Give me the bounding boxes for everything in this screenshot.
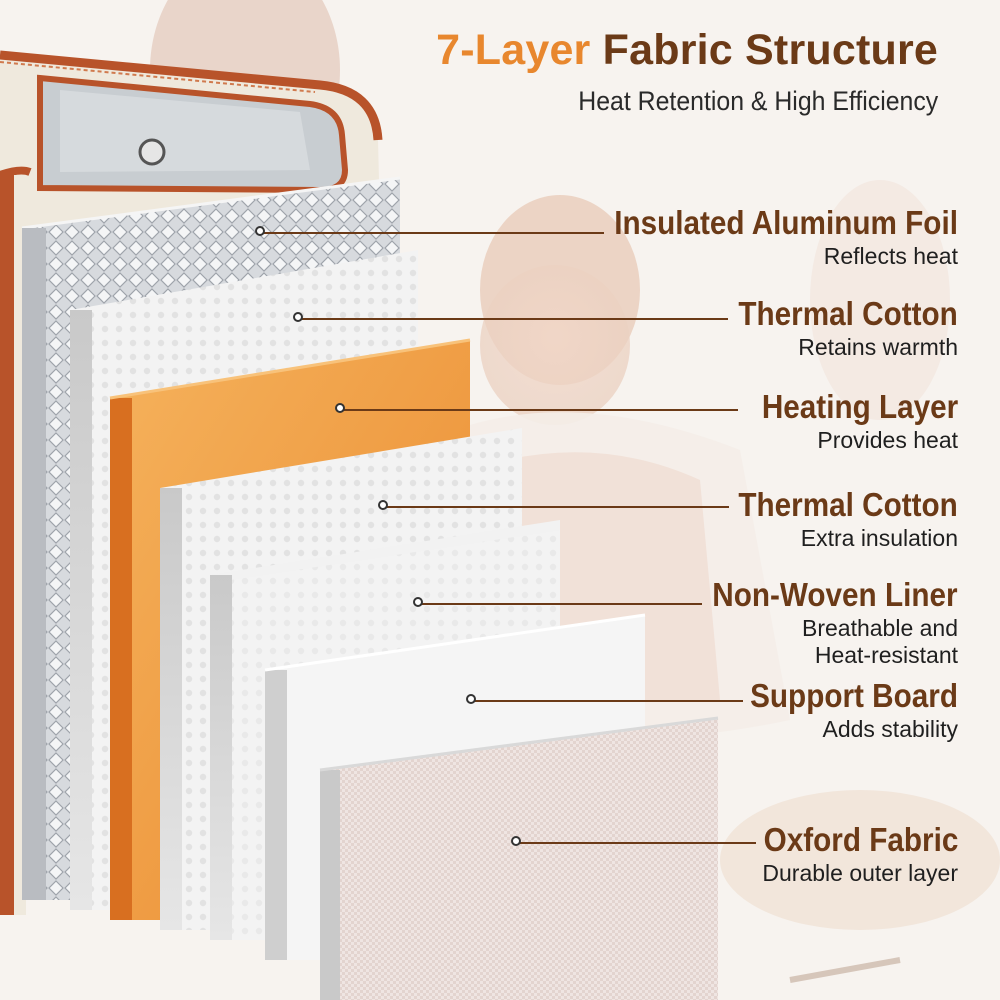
callout-dot [511,836,521,846]
callout-dot [255,226,265,236]
layer-desc: Provides heat [817,426,958,453]
layer-desc: Durable outer layer [762,859,958,886]
layer-label-thermal-cotton-1: Thermal Cotton Retains warmth [714,295,958,361]
layer-label-oxford-fabric: Oxford Fabric Durable outer layer [742,821,958,887]
layer-desc: Extra insulation [800,524,958,551]
callout-dot [335,403,345,413]
layer-name: Oxford Fabric [763,821,958,858]
layer-label-foil: Insulated Aluminum Foil Reflects heat [576,204,958,270]
layer-label-thermal-cotton-2: Thermal Cotton Extra insulation [714,486,958,552]
leader-line [420,603,702,605]
leader-line [518,842,756,844]
title-accent: 7-Layer [436,26,591,74]
layer-name: Heating Layer [761,388,958,425]
leader-line [262,232,604,234]
callout-dot [378,500,388,510]
title-main: Fabric Structure [602,26,938,74]
page-title: 7-Layer Fabric Structure [436,26,938,75]
page-subtitle: Heat Retention & High Efficiency [578,86,938,116]
layer-desc: Retains warmth [798,333,958,360]
leader-line [342,409,738,411]
layer-oxford-fabric [319,716,719,1000]
layer-name: Support Board [750,677,958,714]
layer-desc: Adds stability [822,715,958,742]
callout-dot [466,694,476,704]
layer-desc: Reflects heat [823,242,958,269]
layer-label-heating: Heating Layer Provides heat [740,388,958,454]
layer-name: Insulated Aluminum Foil [614,204,958,241]
callout-dot [293,312,303,322]
leader-line [300,318,728,320]
layer-label-support-board: Support Board Adds stability [727,677,958,743]
leader-line [385,506,729,508]
layer-name: Thermal Cotton [738,486,958,523]
callout-dot [413,597,423,607]
layer-name: Non-Woven Liner [712,576,958,613]
layer-name: Thermal Cotton [738,295,958,332]
layer-label-non-woven-liner: Non-Woven Liner Breathable and Heat-resi… [685,576,958,670]
leader-line [473,700,743,702]
layer-desc: Breathable and Heat-resistant [801,614,958,669]
